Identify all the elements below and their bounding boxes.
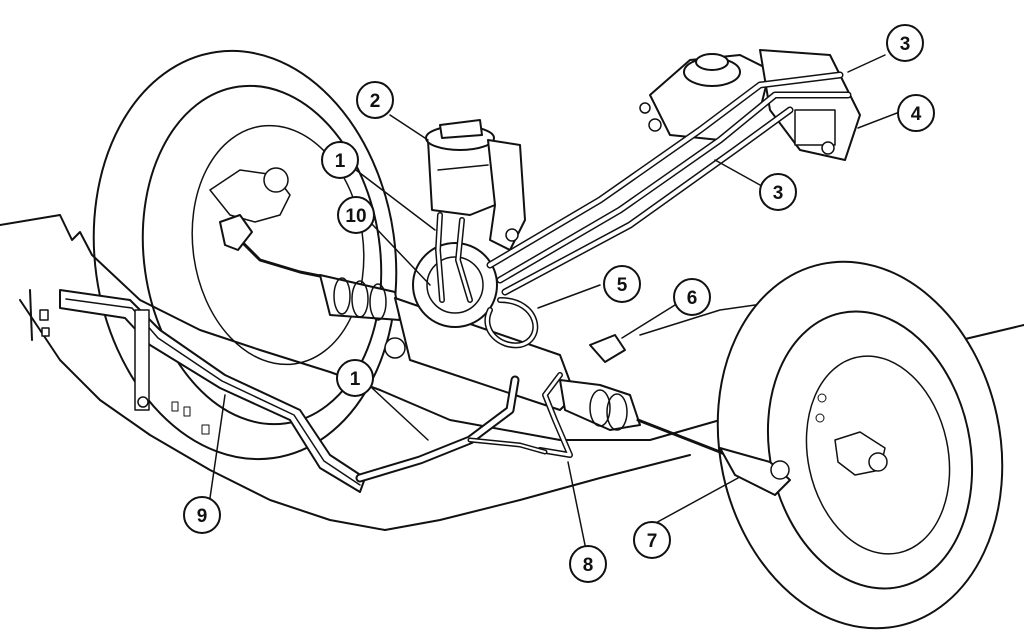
cooler-line-rail [59,289,366,493]
leader-lines [209,54,898,546]
callout-6: 6 [673,278,711,316]
callout-10: 10 [337,196,375,234]
svg-text:1: 1 [335,151,346,172]
hoses [355,71,852,483]
callout-4: 4 [897,94,935,132]
svg-text:5: 5 [617,275,628,296]
callout-7: 7 [633,521,671,559]
svg-text:3: 3 [773,183,784,204]
right-front-wheel [716,260,1004,630]
hydro-boost-unit [639,49,861,161]
callout-2: 2 [356,81,394,119]
svg-text:10: 10 [345,206,366,227]
callout-1-lower: 1 [336,359,374,397]
svg-text:1: 1 [350,369,361,390]
svg-text:3: 3 [900,34,911,55]
svg-text:7: 7 [647,531,658,552]
callout-3-lower: 3 [759,173,797,211]
svg-text:9: 9 [197,506,208,527]
pump-reservoir [412,119,526,328]
callout-8: 8 [569,545,607,583]
callout-9: 9 [183,496,221,534]
svg-text:4: 4 [911,104,922,125]
svg-text:6: 6 [687,288,698,309]
svg-text:8: 8 [583,555,594,576]
steering-gear [219,214,791,496]
callout-5: 5 [603,265,641,303]
svg-text:2: 2 [370,91,381,112]
callout-3-upper: 3 [886,24,924,62]
callout-1-upper: 1 [321,141,359,179]
left-front-wheel [92,49,398,461]
